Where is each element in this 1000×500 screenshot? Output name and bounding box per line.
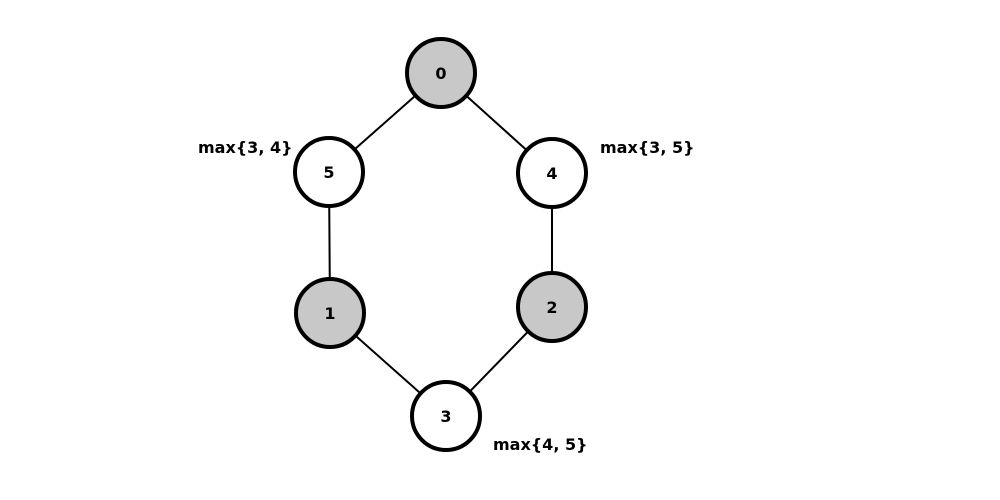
node-circle-2: [516, 271, 588, 343]
node-label-0: 0: [435, 64, 446, 83]
edges-layer: [328, 72, 553, 417]
annotations-layer: max{3, 4} max{3, 5} max{4, 5}: [198, 138, 694, 454]
annotation-node-4: max{3, 5}: [600, 138, 694, 157]
node-label-5: 5: [323, 163, 334, 182]
node-3: 3: [410, 380, 482, 452]
annotation-node-3: max{4, 5}: [493, 435, 587, 454]
node-circle-0: [405, 37, 477, 109]
node-label-1: 1: [324, 304, 335, 323]
node-label-3: 3: [440, 407, 451, 426]
node-4: 4: [516, 137, 588, 209]
node-circle-5: [293, 136, 365, 208]
node-circle-3: [410, 380, 482, 452]
node-5: 5: [293, 136, 365, 208]
node-circle-4: [516, 137, 588, 209]
node-label-2: 2: [546, 298, 557, 317]
node-circle-1: [294, 277, 366, 349]
nodes-layer: 0 5 4 1 2 3: [293, 37, 588, 452]
annotation-node-5: max{3, 4}: [198, 138, 292, 157]
node-0: 0: [405, 37, 477, 109]
node-label-4: 4: [546, 164, 557, 183]
node-2: 2: [516, 271, 588, 343]
node-1: 1: [294, 277, 366, 349]
